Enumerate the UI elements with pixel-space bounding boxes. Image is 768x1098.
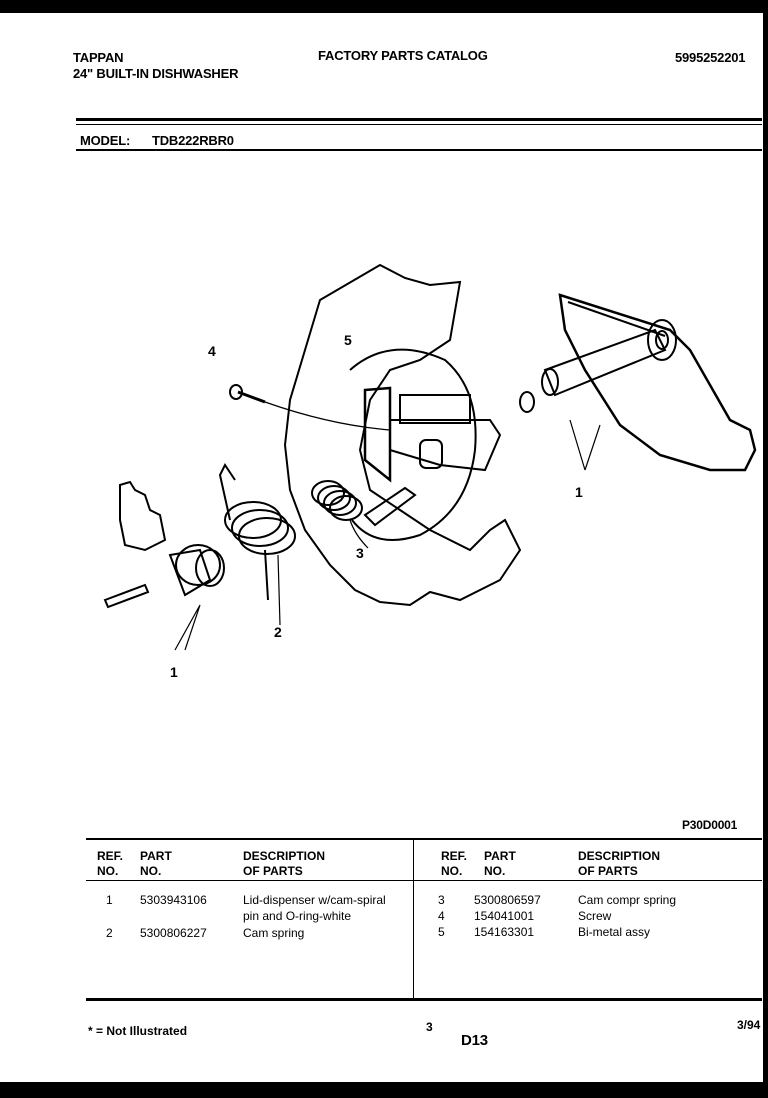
spiral-pin [103,583,150,609]
model-label: MODEL: [80,133,131,148]
table-row-desc: Cam compr spring [578,893,677,907]
callout-5: 5 [344,332,352,348]
table-row-ref: 4 [438,909,445,923]
col-header-ref-right: REF. [441,849,468,863]
o-ring [519,391,535,413]
exploded-parts-diagram: 4 5 1 3 2 1 [103,263,757,680]
dispenser-housing [283,263,522,607]
callout-1-left: 1 [170,664,178,680]
page-frame-top [0,0,768,13]
table-row-ref: 5 [438,925,445,939]
col-header-desc-right: DESCRIPTION [578,849,661,863]
col-header-part-no-right: NO. [484,864,506,878]
col-header-ref: REF. [97,849,124,863]
col-header-desc-parts-right: OF PARTS [578,864,638,878]
col-header-part-no: NO. [140,864,162,878]
table-row-desc: Lid-dispenser w/cam-spiral [243,893,386,907]
callout-1-right: 1 [575,484,583,500]
table-row-ref: 1 [106,893,113,907]
lid-shaft [543,328,667,397]
header-rule-top [76,118,762,121]
table-row-desc-cont: pin and O-ring-white [243,909,352,923]
lid-dispenser-disc [558,293,757,472]
header-rule-bottom [76,149,762,151]
section-code: D13 [461,1032,488,1049]
figure-id: P30D0001 [682,818,738,832]
table-row-ref: 3 [438,893,445,907]
table-row-desc: Cam spring [243,926,305,940]
col-header-desc: DESCRIPTION [243,849,326,863]
revision-date: 3/94 [737,1018,761,1032]
col-header-part-right: PART [484,849,516,863]
table-divider [413,840,414,998]
table-row-part: 154041001 [474,909,535,923]
table-rule-bottom [86,998,762,1001]
callout-2: 2 [274,624,282,640]
page-frame-right [763,0,768,1098]
table-rule-top [86,838,762,840]
page-frame-bottom [0,1082,768,1098]
housing-inner-ring [349,348,477,541]
header-rule-thin [76,124,762,125]
cam-compression-spring [311,480,363,521]
cam-part [119,480,167,552]
model-number: TDB222RBR0 [152,133,234,148]
callout-3: 3 [356,545,364,561]
page-number: 3 [426,1020,433,1034]
table-row-part: 5300806227 [140,926,207,940]
cam-spring [218,463,296,601]
not-illustrated-note: * = Not Illustrated [88,1024,188,1038]
col-header-desc-parts: OF PARTS [243,864,303,878]
catalog-title: FACTORY PARTS CATALOG [318,48,488,63]
table-row-part: 5303943106 [140,893,207,907]
col-header-part: PART [140,849,172,863]
catalog-number: 5995252201 [675,50,746,65]
table-row-desc: Screw [578,909,612,923]
table-row-ref: 2 [106,926,113,940]
col-header-ref-no-right: NO. [441,864,463,878]
col-header-ref-no: NO. [97,864,119,878]
brand-name: TAPPAN [73,50,124,65]
table-rule-header [86,880,762,881]
table-row-desc: Bi-metal assy [578,925,651,939]
table-row-part: 154163301 [474,925,535,939]
table-row-part: 5300806597 [474,893,541,907]
bimetal-bracket [363,386,392,483]
bimetal-block [399,394,471,424]
callout-4: 4 [208,343,216,359]
product-title: 24" BUILT-IN DISHWASHER [73,66,239,81]
